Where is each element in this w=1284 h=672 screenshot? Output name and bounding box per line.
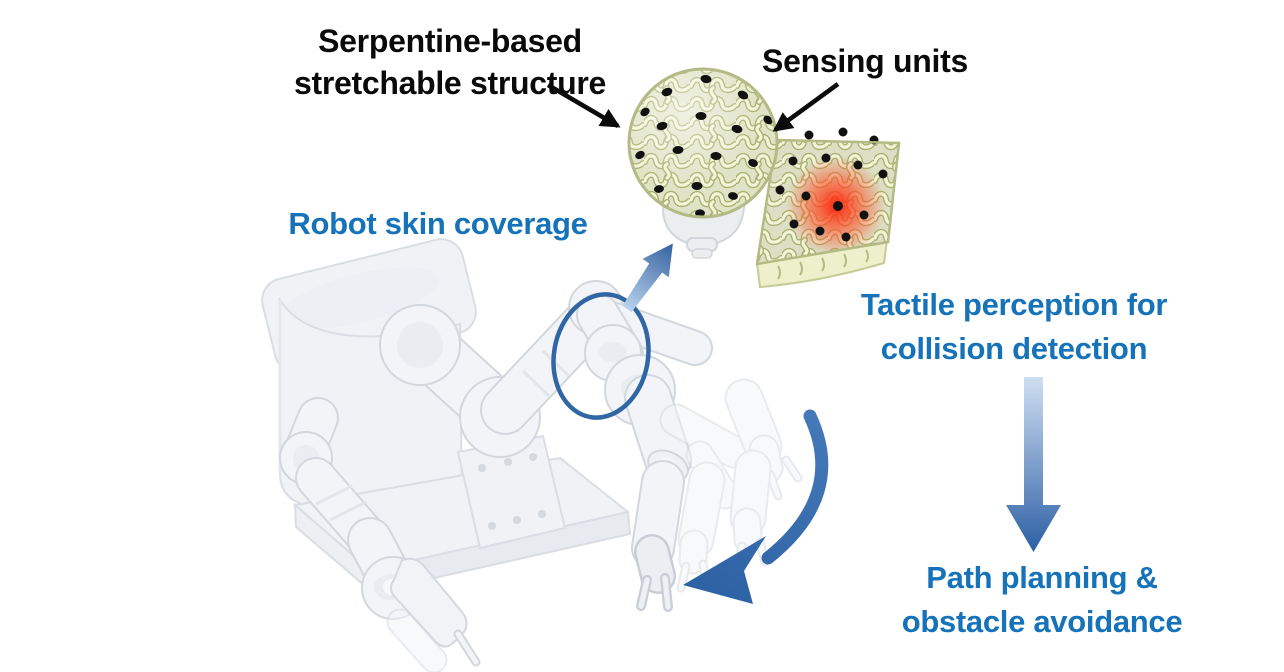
skin-patch-side-face (755, 238, 889, 289)
label-robot-skin-coverage-text: Robot skin coverage (288, 206, 588, 241)
label-arrow-to-dome-icon (546, 83, 621, 128)
skin-patch (755, 127, 901, 289)
curved-sweep-arrow-icon (683, 409, 829, 604)
robot-illustration (261, 238, 803, 672)
label-sensing-units: Sensing units (715, 40, 1015, 82)
label-path-planning: Path planning & obstacle avoidance (858, 556, 1226, 644)
label-arrow-to-dots-icon (772, 82, 840, 132)
robot-ghost-positions (659, 378, 803, 593)
label-tactile-line2: collision detection (880, 331, 1148, 366)
robot-left-arm (279, 397, 481, 672)
label-tactile-perception: Tactile perception for collision detecti… (818, 283, 1210, 371)
label-serpentine-structure: Serpentine-based stretchable structure (240, 20, 660, 104)
skin-dome (627, 67, 779, 219)
label-serpentine-line1: Serpentine-based (318, 23, 582, 59)
label-sensing-units-text: Sensing units (762, 43, 968, 79)
label-path-line2: obstacle avoidance (901, 604, 1183, 639)
label-tactile-line1: Tactile perception for (860, 287, 1168, 322)
dome-sensing-dots (635, 74, 773, 217)
label-path-line1: Path planning & (926, 560, 1158, 595)
label-serpentine-line2: stretchable structure (293, 65, 607, 101)
down-arrow-icon (1006, 377, 1061, 552)
patch-sensing-dots (775, 127, 888, 242)
robot-end-effector (631, 449, 689, 612)
bracket-holes (478, 453, 546, 530)
robot-tool-cone (390, 557, 468, 648)
label-robot-skin-coverage: Robot skin coverage (248, 202, 628, 246)
joint-highlight-ellipse-icon (551, 292, 651, 420)
up-right-arrow-icon (622, 243, 673, 313)
skin-patch-side-texture (777, 249, 869, 280)
